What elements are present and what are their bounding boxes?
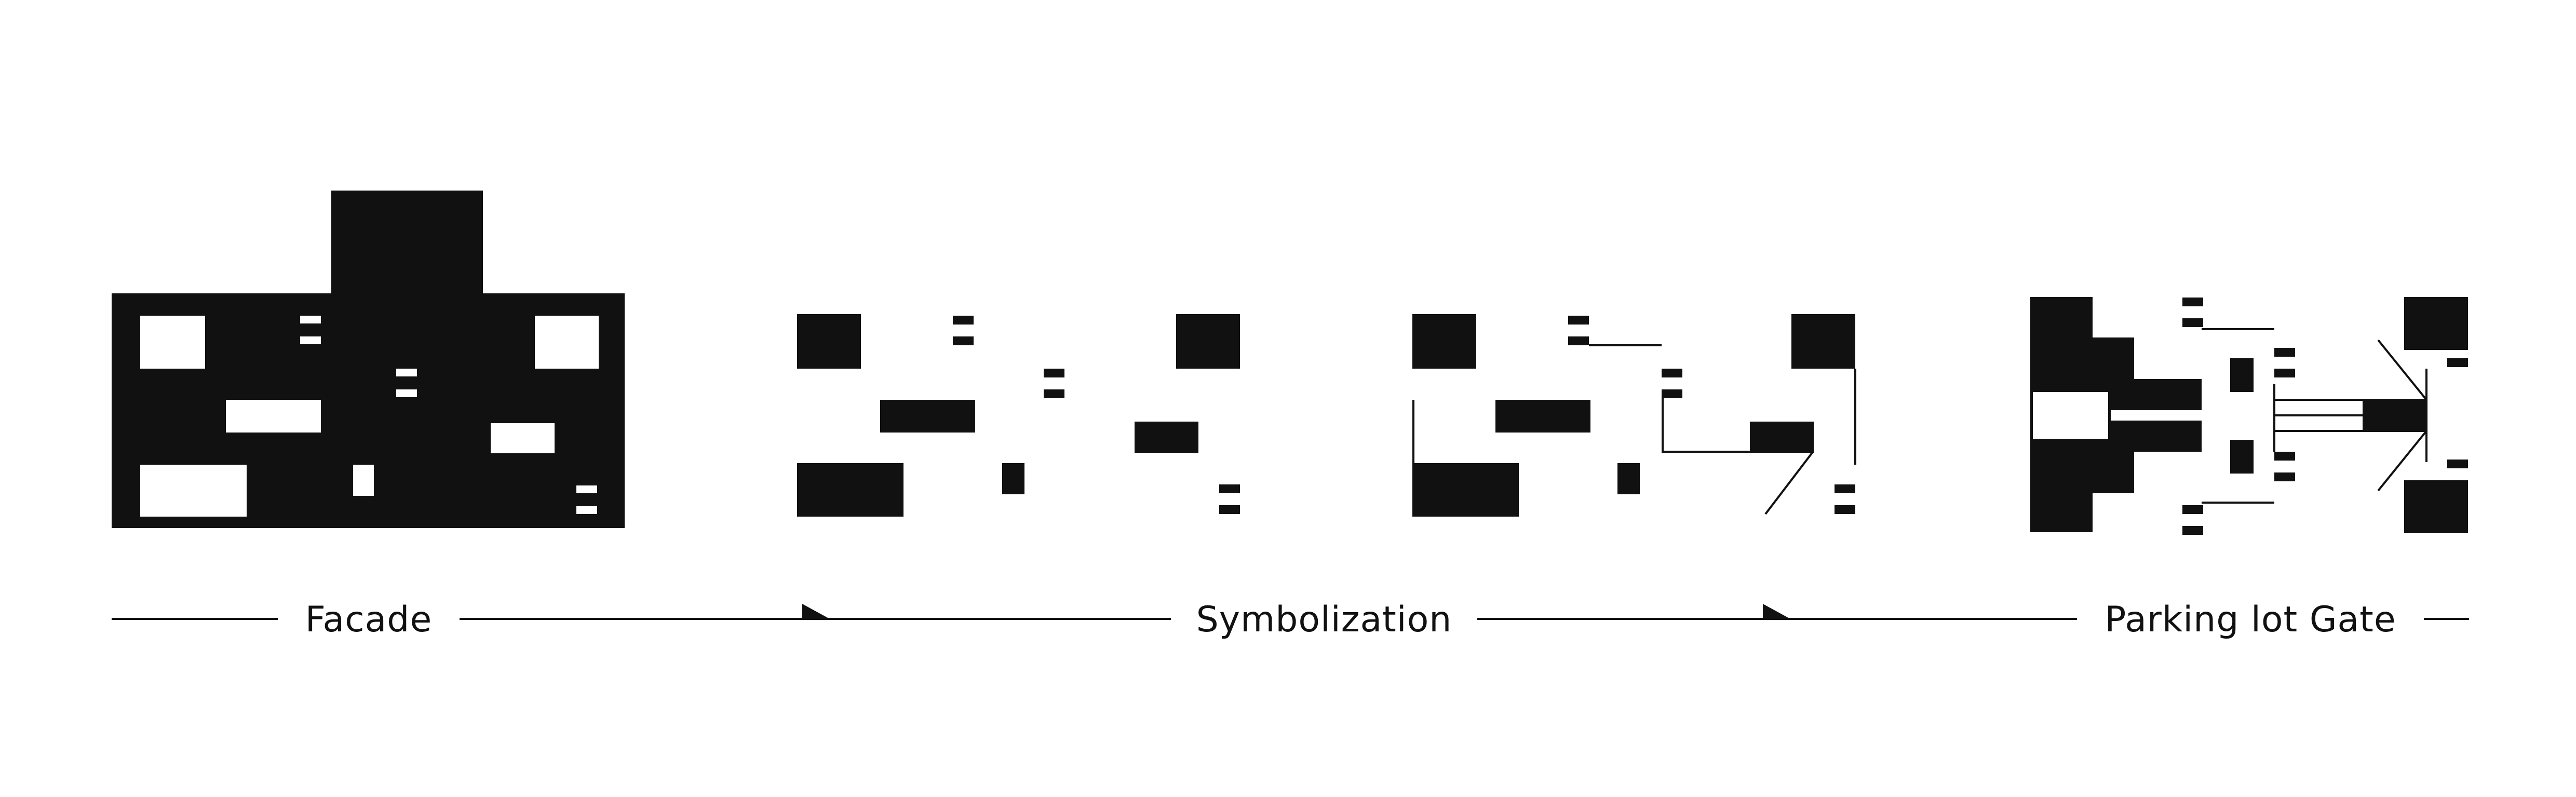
connector-line [1662,398,1750,453]
symbol-block [953,316,974,325]
connector-line [1764,452,1813,515]
gate-slat [2182,298,2203,306]
arrow-flag-icon [802,604,830,619]
symbol-block [1568,316,1589,325]
gate-slat [2274,472,2295,481]
gate-left-pier [2030,297,2202,532]
arrow-flag-icon [1763,604,1790,619]
gate-slat [2182,318,2203,327]
symbol-block [1835,505,1855,514]
gate-right-pier-top [2404,297,2468,350]
symbol-block [1002,463,1024,494]
label-parking-lot-gate: Parking lot Gate [2105,599,2396,640]
symbolization-connected-drawing [1412,314,1856,517]
gate-slat [2447,460,2468,468]
symbol-block [1662,389,1682,398]
symbol-block [1135,422,1198,453]
gate-slat [2182,505,2203,514]
gate-post [2230,358,2254,392]
symbol-block [797,314,861,369]
gate-right-pier-bottom [2404,480,2468,533]
symbol-block [1791,314,1855,369]
gate-slat [2447,358,2468,367]
symbol-block [1617,463,1640,494]
symbol-block [1412,314,1476,369]
symbol-block [1044,389,1064,398]
gate-slat [2274,369,2295,377]
symbol-block [1219,505,1240,514]
gate-post [2230,440,2254,474]
symbolization-drawing [797,314,1240,517]
facade-building-mass [112,191,625,528]
symbol-block [1750,422,1814,453]
parking-lot-gate-drawing [2030,297,2468,535]
symbol-block [797,463,903,517]
symbol-block [953,336,974,345]
symbol-block [1662,369,1682,377]
symbol-block [1044,369,1064,377]
gate-slat [2274,452,2295,461]
label-facade: Facade [305,599,433,640]
gate-slat [2274,348,2295,357]
symbol-block [1412,463,1519,517]
symbol-block [1219,484,1240,493]
symbol-block [1568,336,1589,345]
facade-drawing [112,191,625,528]
symbol-block [1176,314,1240,369]
symbol-block [1835,484,1855,493]
gate-swing-line [2377,339,2427,401]
label-symbolization: Symbolization [1196,599,1452,640]
gate-swing-line [2377,430,2427,492]
symbol-block [880,400,975,433]
symbol-block [1495,400,1590,433]
gate-slat [2182,526,2203,535]
gate-barrier-fill [2363,400,2426,431]
